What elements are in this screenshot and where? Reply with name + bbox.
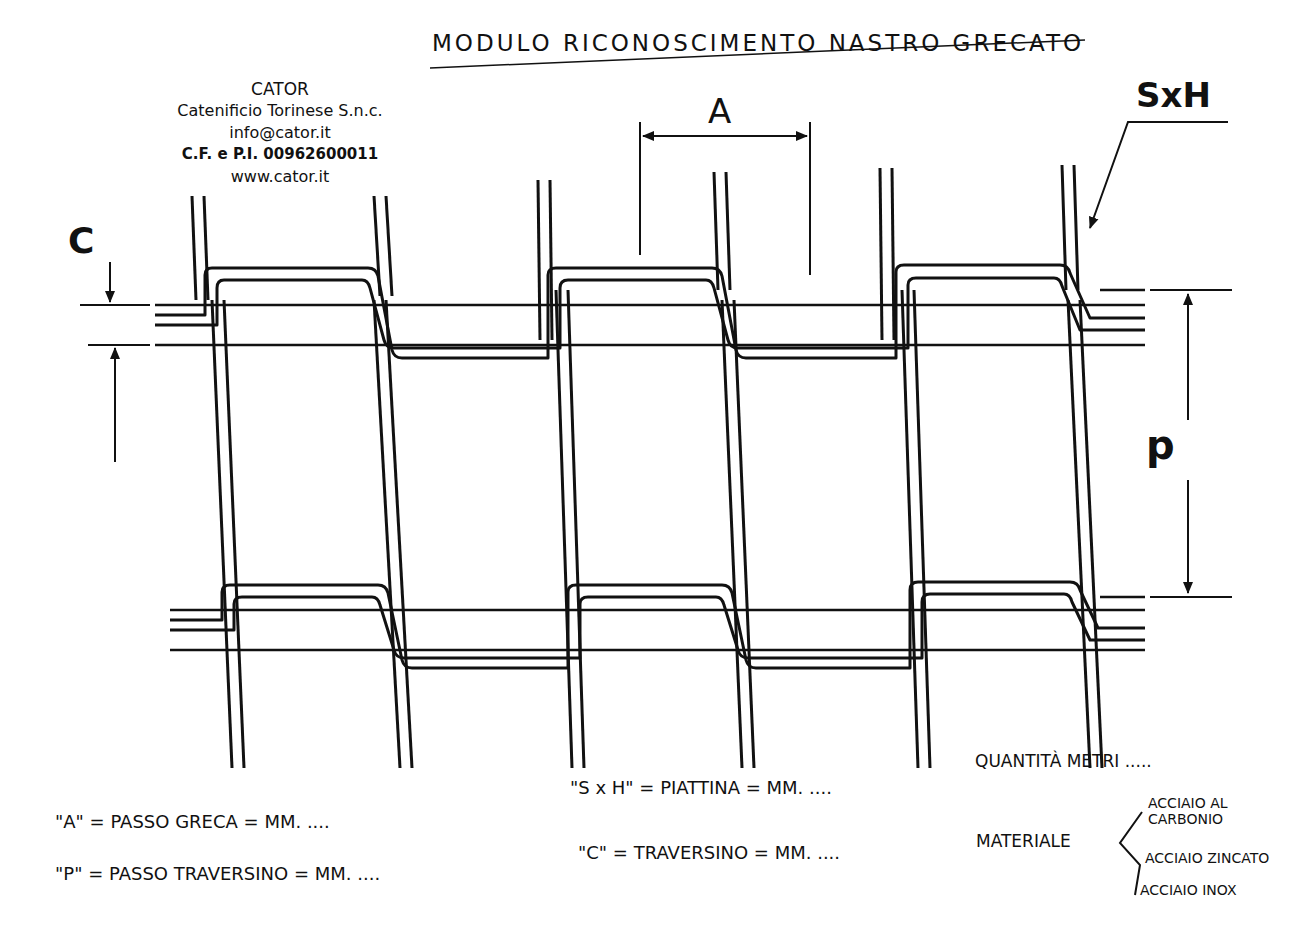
material-option: ACCIAIO AL CARBONIO [1148,795,1268,827]
company-website: www.cator.it [229,168,331,186]
dimension-letter: C [68,220,94,261]
dimension-letter: p [1146,422,1175,468]
field-note: "A" = PASSO GRECA = MM. .... [55,812,330,833]
company-name: CATOR [249,80,311,100]
form-title: MODULO RICONOSCIMENTO NASTRO GRECATO [432,30,1084,56]
material-option: ACCIAIO ZINCATO [1145,850,1269,866]
field-note: MATERIALE [976,832,1071,852]
field-note: "C" = TRAVERSINO = MM. .... [578,843,840,864]
company-tax-code: C.F. e P.I. 00962600011 [180,146,380,163]
field-note: "P" = PASSO TRAVERSINO = MM. .... [55,864,380,885]
dimension-letter: A [708,92,731,131]
company-subtitle: Catenificio Torinese S.n.c. [175,102,384,120]
company-email: info@cator.it [227,124,333,142]
field-note: QUANTITÀ METRI ..... [975,752,1152,772]
field-note: "S x H" = PIATTINA = MM. .... [570,778,832,799]
material-option: ACCIAIO INOX [1140,882,1237,898]
dimension-letter: SxH [1136,76,1211,115]
